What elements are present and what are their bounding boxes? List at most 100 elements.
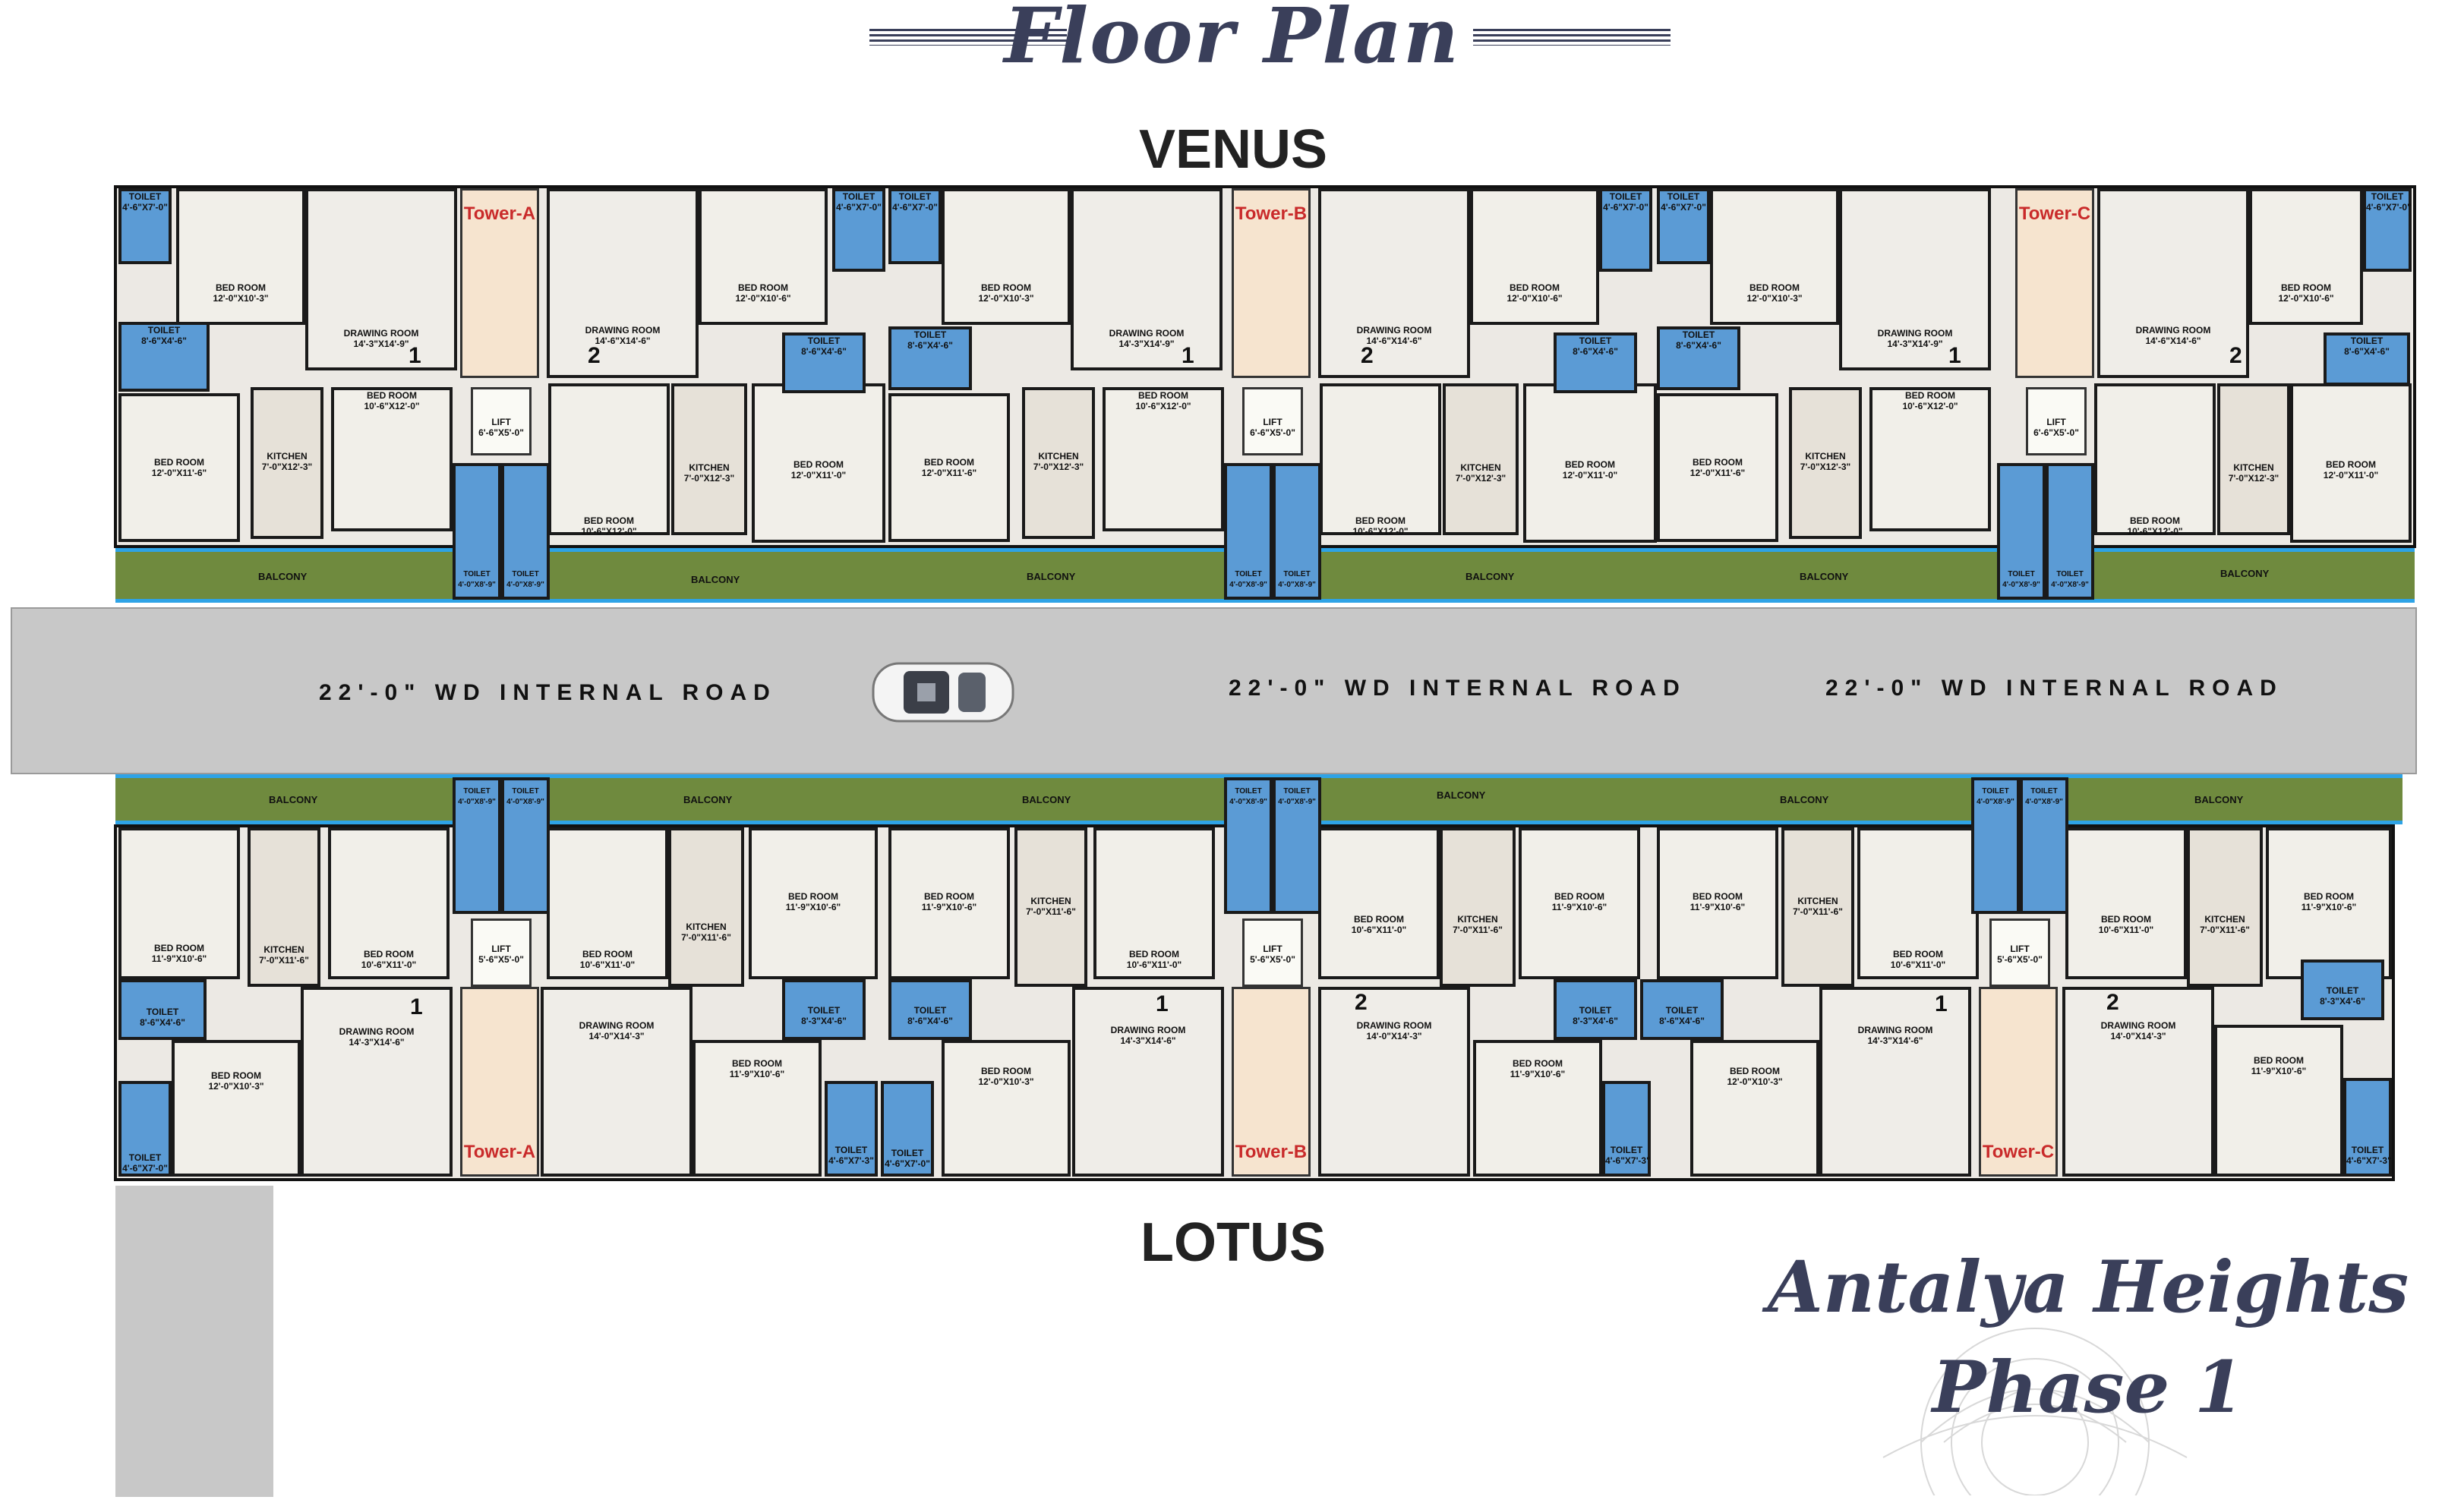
- unit-number: 2: [1361, 343, 1374, 368]
- room-drawing: DRAWING ROOM 14'-6"X14'-6": [2097, 188, 2249, 378]
- room-bedroom: BED ROOM 11'-9"X10'-6": [888, 827, 1010, 979]
- room-bedroom: BED ROOM 10'-6"X12'-0": [548, 383, 670, 537]
- room-bedroom: BED ROOM 12'-0"X10'-3": [1710, 188, 1839, 325]
- room-toilet: TOILET 8'-6"X4'-6": [1657, 326, 1740, 390]
- room-toilet: TOILET 4'-0"X8'-9": [453, 777, 501, 914]
- room-bedroom: BED ROOM 11'-9"X10'-6": [693, 1040, 822, 1177]
- room-kitchen: KITCHEN 7'-0"X11'-6": [1440, 827, 1516, 987]
- room-toilet: TOILET 8'-6"X4'-6": [1554, 332, 1637, 393]
- title-rule-right: [1473, 29, 1671, 46]
- balcony-label: BALCONY: [2220, 568, 2270, 579]
- room-drawing: DRAWING ROOM 14'-3"X14'-9": [1071, 188, 1223, 370]
- unit-number: 2: [1355, 990, 1368, 1015]
- balcony-label: BALCONY: [683, 794, 733, 805]
- room-toilet: TOILET 8'-3"X4'-6": [1554, 979, 1637, 1040]
- room-bedroom: BED ROOM 12'-0"X10'-3": [942, 188, 1071, 325]
- room-kitchen: KITCHEN 7'-0"X11'-6": [1781, 827, 1854, 987]
- room-drawing: DRAWING ROOM 14'-6"X14'-6": [1318, 188, 1470, 378]
- tower-c-lift: LIFT 5'-6"X5'-0": [1989, 918, 2050, 987]
- room-bedroom: BED ROOM 10'-6"X11'-0": [328, 827, 450, 979]
- tower-label: Tower-C: [2018, 203, 2091, 224]
- tower-b-stair: [1232, 188, 1311, 378]
- room-bedroom: BED ROOM 11'-9"X10'-6": [1519, 827, 1640, 979]
- tower-a-lift: LIFT 6'-6"X5'-0": [471, 387, 532, 455]
- block-label-lotus: LOTUS: [1141, 1212, 1326, 1273]
- room-toilet: TOILET 4'-6"X7'-3": [2343, 1078, 2392, 1177]
- room-bedroom: BED ROOM 12'-0"X10'-6": [2249, 188, 2363, 325]
- room-bedroom: BED ROOM 11'-9"X10'-6": [118, 827, 240, 979]
- unit-number: 1: [1156, 991, 1169, 1016]
- tower-a-stair: [460, 188, 539, 378]
- room-toilet: TOILET 8'-3"X4'-6": [782, 979, 866, 1040]
- unit-number: 2: [588, 343, 601, 368]
- room-kitchen: KITCHEN 7'-0"X11'-6": [668, 827, 744, 987]
- room-toilet: TOILET 4'-0"X8'-9": [1971, 777, 2020, 914]
- room-toilet: TOILET 8'-6"X4'-6": [888, 326, 972, 390]
- room-bedroom: BED ROOM 12'-0"X10'-3": [942, 1040, 1071, 1177]
- room-bedroom: BED ROOM 10'-6"X12'-0": [1320, 383, 1441, 537]
- project-name-line1: Antalya Heights: [1767, 1246, 2409, 1329]
- page-title: Floor Plan: [1004, 0, 1460, 80]
- room-toilet: TOILET 4'-6"X7'-0": [1599, 188, 1652, 272]
- room-kitchen: KITCHEN 7'-0"X12'-3": [1789, 387, 1862, 539]
- room-toilet: TOILET 4'-6"X7'-0": [832, 188, 885, 272]
- unit-number: 1: [409, 343, 421, 368]
- balcony-label: BALCONY: [691, 574, 740, 585]
- room-toilet: TOILET 8'-3"X4'-6": [2301, 959, 2384, 1020]
- tower-b-lift: LIFT 5'-6"X5'-0": [1242, 918, 1303, 987]
- room-bedroom: BED ROOM 10'-6"X12'-0": [331, 387, 453, 531]
- room-toilet: TOILET 4'-0"X8'-9": [501, 777, 550, 914]
- room-toilet: TOILET 4'-6"X7'-0": [118, 188, 172, 264]
- room-drawing: DRAWING ROOM 14'-0"X14'-3": [2062, 987, 2214, 1177]
- room-toilet: TOILET 4'-6"X7'-0": [888, 188, 942, 264]
- room-drawing: DRAWING ROOM 14'-0"X14'-3": [541, 987, 693, 1177]
- room-toilet: TOILET 8'-6"X4'-6": [1640, 979, 1724, 1040]
- room-bedroom: BED ROOM 10'-6"X12'-0": [1103, 387, 1224, 531]
- room-toilet: TOILET 8'-6"X4'-6": [118, 322, 210, 392]
- tower-c-lift: LIFT 6'-6"X5'-0": [2026, 387, 2087, 455]
- road-label-1: 22'-0" WD INTERNAL ROAD: [319, 680, 777, 705]
- room-toilet: TOILET 4'-6"X7'-0": [2363, 188, 2412, 272]
- project-name-line2: Phase 1: [1932, 1346, 2245, 1429]
- balcony-label: BALCONY: [2194, 794, 2244, 805]
- room-bedroom: BED ROOM 12'-0"X11'-6": [888, 393, 1010, 542]
- room-bedroom: BED ROOM 11'-9"X10'-6": [1473, 1040, 1602, 1177]
- room-kitchen: KITCHEN 7'-0"X11'-6": [248, 827, 320, 987]
- room-toilet: TOILET 8'-6"X4'-6": [2324, 332, 2410, 386]
- block-label-venus: VENUS: [1139, 119, 1328, 180]
- tower-label: Tower-A: [463, 203, 536, 224]
- room-bedroom: BED ROOM 12'-0"X11'-0": [752, 383, 885, 543]
- tower-c-stair: [1979, 987, 2058, 1177]
- room-bedroom: BED ROOM 12'-0"X11'-0": [2290, 383, 2412, 543]
- room-toilet: TOILET 4'-6"X7'-0": [881, 1081, 934, 1177]
- room-toilet: TOILET 4'-0"X8'-9": [1273, 777, 1321, 914]
- tower-label: Tower-B: [1235, 1142, 1308, 1162]
- balcony-label: BALCONY: [1780, 794, 1829, 805]
- room-toilet: TOILET 4'-0"X8'-9": [1273, 463, 1321, 600]
- road-label-3: 22'-0" WD INTERNAL ROAD: [1825, 676, 2283, 701]
- tower-label: Tower-C: [1982, 1142, 2055, 1162]
- room-bedroom: BED ROOM 12'-0"X11'-6": [1657, 393, 1778, 542]
- room-toilet: TOILET 4'-0"X8'-9": [1997, 463, 2046, 600]
- room-kitchen: KITCHEN 7'-0"X12'-3": [671, 383, 747, 535]
- balcony-label: BALCONY: [269, 794, 318, 805]
- room-toilet: TOILET 8'-6"X4'-6": [118, 979, 207, 1040]
- internal-road: [11, 607, 2417, 774]
- room-bedroom: BED ROOM 12'-0"X11'-0": [1523, 383, 1657, 543]
- room-drawing: DRAWING ROOM 14'-3"X14'-6": [301, 987, 453, 1177]
- room-bedroom: BED ROOM 10'-6"X11'-0": [2065, 827, 2187, 979]
- room-drawing: DRAWING ROOM 14'-6"X14'-6": [547, 188, 699, 378]
- side-road: [115, 1186, 273, 1497]
- room-bedroom: BED ROOM 12'-0"X10'-3": [176, 188, 305, 325]
- room-bedroom: BED ROOM 11'-9"X10'-6": [1657, 827, 1778, 979]
- room-toilet: TOILET 4'-0"X8'-9": [1224, 777, 1273, 914]
- room-bedroom: BED ROOM 10'-6"X11'-0": [1093, 827, 1215, 979]
- room-drawing: DRAWING ROOM 14'-3"X14'-9": [1839, 188, 1991, 370]
- room-toilet: TOILET 4'-6"X7'-3": [825, 1081, 878, 1177]
- room-kitchen: KITCHEN 7'-0"X11'-6": [1014, 827, 1087, 987]
- unit-number: 1: [1182, 343, 1194, 368]
- room-bedroom: BED ROOM 10'-6"X11'-0": [1318, 827, 1440, 979]
- room-kitchen: KITCHEN 7'-0"X12'-3": [2217, 383, 2290, 535]
- room-bedroom: BED ROOM 10'-6"X12'-0": [2094, 383, 2216, 537]
- balcony-label: BALCONY: [1800, 571, 1849, 582]
